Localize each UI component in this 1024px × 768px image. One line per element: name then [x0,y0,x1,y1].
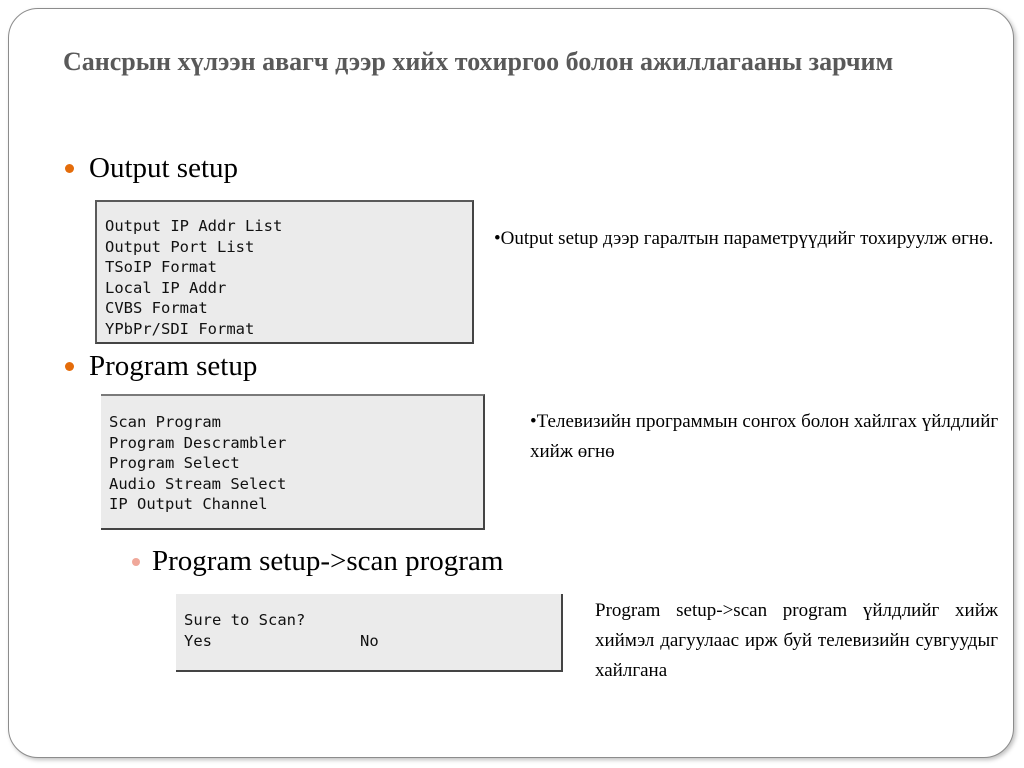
bullet-output-setup: Output setup [65,152,238,185]
output-setup-heading: Output setup [89,152,239,184]
scan-program-heading: Program setup->scan program [152,545,504,577]
sub-bullet-dot-icon [132,557,140,566]
menu-item-ip-output-channel[interactable]: IP Output Channel [109,495,268,513]
bullet-program-setup: Program setup [65,350,257,383]
program-setup-menu: Scan Program Program Descrambler Program… [101,394,485,530]
program-setup-heading: Program setup [89,350,258,382]
program-setup-description: •Телевизийн программын сонгох болон хайл… [530,411,999,462]
bullet-dot-icon [65,164,74,173]
menu-item-scan-program[interactable]: Scan Program [109,413,221,431]
output-setup-description: •Output setup дээр гаралтын параметрүүди… [494,228,994,249]
menu-item-audio-stream-select[interactable]: Audio Stream Select [109,474,287,493]
menu-item-local-ip-addr[interactable]: Local IP Addr [105,278,227,297]
scan-dialog-prompt: Sure to Scan? [184,611,306,629]
menu-item-program-descrambler[interactable]: Program Descrambler [109,433,287,452]
scan-dialog: Sure to Scan? Yes No [176,594,563,672]
menu-item-program-select[interactable]: Program Select [109,454,240,472]
menu-item-cvbs-format[interactable]: CVBS Format [105,299,208,317]
output-setup-menu: Output IP Addr List Output Port List TSo… [95,200,474,344]
menu-item-ypbpr-sdi-format[interactable]: YPbPr/SDI Format [105,319,255,338]
menu-item-output-port-list[interactable]: Output Port List [105,237,255,256]
scan-program-description: Program setup->scan program үйлдлийг хий… [595,600,998,681]
sub-bullet-scan-program: Program setup->scan program [132,545,503,578]
scan-yes-option[interactable]: Yes [184,631,212,650]
bullet-dot-icon [65,362,74,371]
slide-title: Сансрын хүлээн авагч дээр хийх тохиргоо … [63,47,894,76]
menu-item-tsoip-format[interactable]: TSoIP Format [105,258,217,276]
menu-item-output-ip-addr-list[interactable]: Output IP Addr List [105,217,283,235]
scan-no-option[interactable]: No [360,631,379,650]
